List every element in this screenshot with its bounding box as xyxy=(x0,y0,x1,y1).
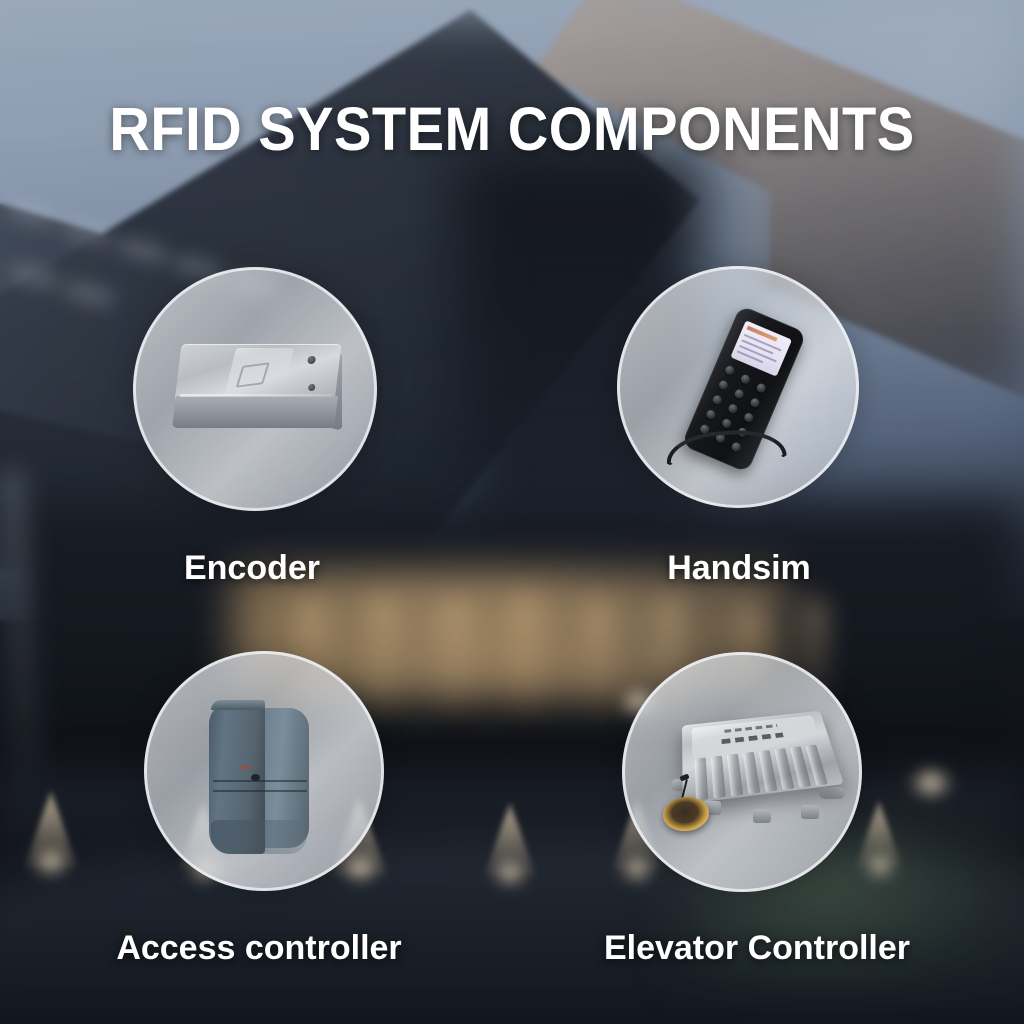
access-controller-seam xyxy=(213,780,307,782)
handsim-key xyxy=(739,373,752,386)
component-label-encoder: Encoder xyxy=(183,549,321,587)
component-label-handsim: Handsim xyxy=(667,549,811,587)
access-controller-top-cap xyxy=(211,700,265,710)
component-label-elevator-controller: Elevator Controller xyxy=(603,929,911,967)
elevator-controller-rib xyxy=(710,755,726,799)
access-controller-seam xyxy=(213,790,307,792)
handsim-key xyxy=(749,396,761,409)
elevator-controller-foot xyxy=(801,805,819,819)
handsim-screen xyxy=(730,320,793,377)
handsim-key xyxy=(742,411,755,424)
access-controller-base xyxy=(211,820,307,854)
encoder-device-icon xyxy=(172,344,344,444)
component-label-access-controller: Access controller xyxy=(116,929,402,967)
handsim-key xyxy=(711,393,724,406)
elevator-controller-foot xyxy=(753,809,771,823)
handsim-wrist-strap xyxy=(664,426,788,470)
access-controller-led xyxy=(239,766,251,769)
handsim-key xyxy=(720,417,733,430)
encoder-led xyxy=(307,356,317,364)
elevator-controller-device-icon xyxy=(657,701,847,851)
handsim-key xyxy=(733,388,746,400)
elevator-controller-rib xyxy=(694,757,709,801)
handsim-screen-header xyxy=(746,325,778,342)
elevator-controller-rib xyxy=(726,753,744,797)
page-title: RFID SYSTEM COMPONENTS xyxy=(109,95,915,163)
handsim-key xyxy=(723,364,736,377)
elevator-controller-mount-ear xyxy=(819,787,845,799)
handsim-key xyxy=(717,379,730,392)
encoder-image-circle xyxy=(133,267,377,511)
access-controller-device-icon xyxy=(209,700,325,860)
access-controller-sensor xyxy=(251,774,260,781)
access-controller-image-circle xyxy=(144,651,384,891)
handsim-key xyxy=(755,382,768,395)
handsim-device-icon xyxy=(664,304,818,479)
handsim-key xyxy=(704,408,717,421)
encoder-led xyxy=(307,384,316,391)
handsim-image-circle xyxy=(617,266,859,508)
handsim-key xyxy=(727,402,739,415)
encoder-groove xyxy=(179,394,333,397)
elevator-controller-rib xyxy=(742,751,761,795)
encoder-front xyxy=(172,396,338,428)
elevator-controller-rib xyxy=(758,749,778,792)
elevator-controller-image-circle xyxy=(622,652,862,892)
